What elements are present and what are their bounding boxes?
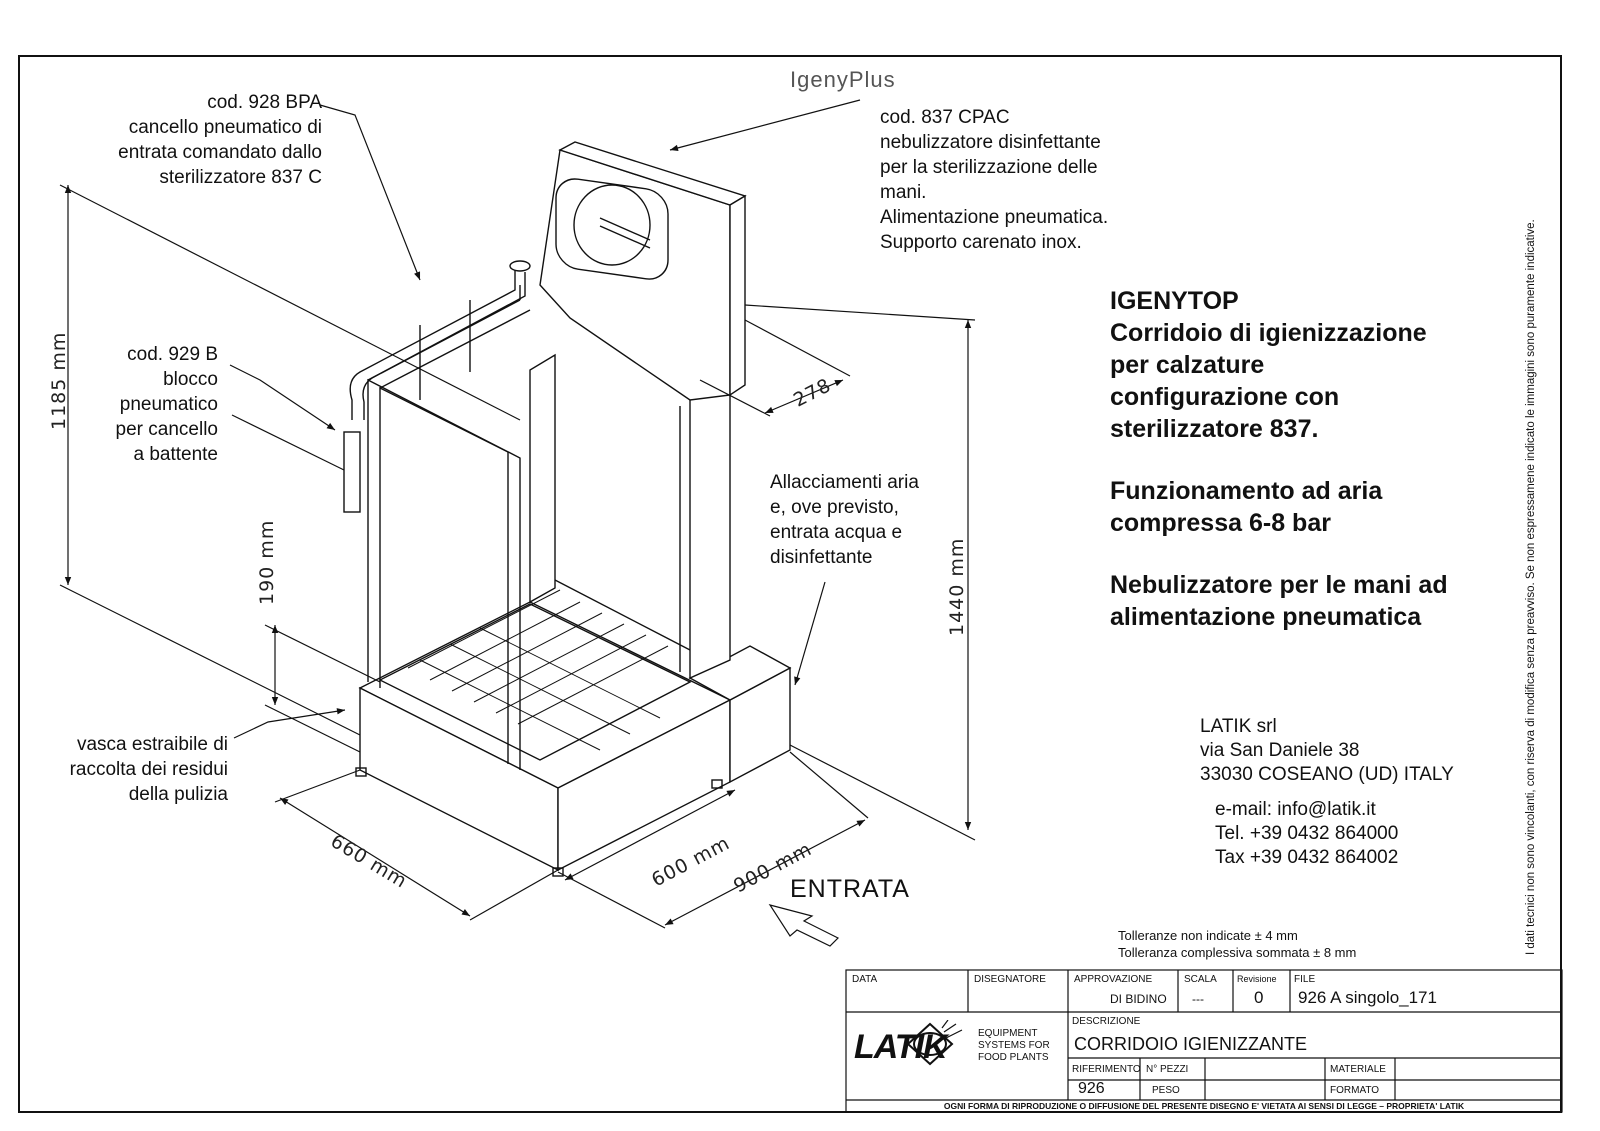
- nebulizer-code: cod. 837 CPAC: [880, 107, 1010, 128]
- title-table-grid: [845, 969, 1563, 1113]
- disclaimer-side-note: I dati tecnici non sono vincolanti, con …: [1525, 219, 1537, 955]
- company-city: 33030 COSEANO (UD) ITALY: [1200, 764, 1454, 785]
- dim-height-tray: 190 mm: [256, 519, 278, 605]
- title-line-7: compressa 6-8 bar: [1110, 509, 1331, 537]
- company-street: via San Daniele 38: [1200, 740, 1360, 761]
- block-code: cod. 929 B: [127, 344, 218, 365]
- nebulizer-desc-3: mani.: [880, 182, 927, 203]
- dim-height-column: 1440 mm: [946, 537, 968, 636]
- data-label: DATA: [852, 974, 878, 985]
- tray-desc-3: della pulizia: [128, 784, 228, 805]
- reference-label: RIFERIMENTO: [1072, 1064, 1141, 1075]
- drawing-frame: [18, 55, 1562, 1113]
- material-label: MATERIALE: [1330, 1064, 1386, 1075]
- gate-desc-1: cancello pneumatico di: [128, 117, 322, 138]
- tolerance-line-2: Tolleranza complessiva sommata ± 8 mm: [1118, 945, 1357, 960]
- block-desc-2: pneumatico: [119, 394, 218, 415]
- tray-desc-2: raccolta dei residui: [69, 759, 228, 780]
- weight-label: PESO: [1152, 1085, 1180, 1096]
- copyright-footer: OGNI FORMA DI RIPRODUZIONE O DIFFUSIONE …: [943, 1101, 1465, 1111]
- shower-cabinet: [343, 141, 792, 877]
- company-address: LATIK srl via San Daniele 38 33030 COSEA…: [1200, 715, 1454, 787]
- scale-value: ---: [1192, 992, 1204, 1006]
- designer-label: DISEGNATORE: [974, 974, 1046, 985]
- file-label: FILE: [1294, 974, 1316, 985]
- connections-desc-3: entrata acqua e: [770, 522, 903, 543]
- format-label: FORMATO: [1330, 1085, 1380, 1096]
- nebulizer-desc-1: nebulizzatore disinfettante: [880, 132, 1101, 153]
- title-line-9: alimentazione pneumatica: [1110, 603, 1422, 631]
- nebulizer-desc-4: Alimentazione pneumatica.: [880, 207, 1109, 228]
- gate-desc-3: sterilizzatore 837 C: [159, 167, 322, 188]
- title-line-3: per calzature: [1110, 351, 1265, 379]
- company-contacts: e-mail: info@latik.it Tel. +39 0432 8640…: [1215, 798, 1398, 870]
- title-line-4: configurazione con: [1110, 383, 1340, 411]
- latik-logo: LATIK: [852, 1019, 972, 1068]
- nebulizer-desc-2: per la sterilizzazione delle: [880, 157, 1098, 178]
- description-value: CORRIDOIO IGIENIZZANTE: [1074, 1034, 1308, 1054]
- title-table: DATA DISEGNATORE APPROVAZIONE DI BIDINO …: [846, 970, 1506, 1112]
- gate-callout: cod. 928 BPA cancello pneumatico di entr…: [60, 90, 322, 190]
- approval-value: DI BIDINO: [1110, 992, 1167, 1006]
- company-fax: Tax +39 0432 864002: [1215, 847, 1399, 868]
- dim-height-total: 1185 mm: [48, 331, 70, 430]
- description-label: DESCRIZIONE: [1072, 1016, 1141, 1027]
- latik-logo-text: LATIK: [854, 1028, 948, 1066]
- tray-callout: vasca estraibile di raccolta dei residui…: [40, 732, 228, 807]
- file-value: 926 A singolo_171: [1298, 988, 1437, 1007]
- title-line-8: Nebulizzatore per le mani ad: [1110, 571, 1448, 599]
- product-title-block: IGENYTOP Corridoio di igienizzazione per…: [1110, 285, 1448, 633]
- company-phone: Tel. +39 0432 864000: [1215, 823, 1399, 844]
- title-line-2: Corridoio di igienizzazione: [1110, 319, 1427, 347]
- latik-logo-mark: [906, 1019, 963, 1066]
- reference-value: 926: [1078, 1080, 1105, 1097]
- slogan-line-2: SYSTEMS FOR: [978, 1040, 1050, 1051]
- tray-desc-1: vasca estraibile di: [76, 734, 228, 755]
- company-email[interactable]: e-mail: info@latik.it: [1215, 799, 1376, 820]
- title-line-6: Funzionamento ad aria: [1110, 477, 1383, 505]
- connections-desc-4: disinfettante: [770, 547, 873, 568]
- title-line-5: sterilizzatore 837.: [1110, 415, 1319, 443]
- slogan-line-1: EQUIPMENT: [978, 1028, 1038, 1039]
- entrance-label: ENTRATA: [790, 875, 910, 903]
- connections-desc-2: e, ove previsto,: [770, 497, 899, 518]
- block-callout: cod. 929 B blocco pneumatico per cancell…: [60, 342, 218, 467]
- block-desc-1: blocco: [163, 369, 218, 390]
- product-name: IGENYTOP: [1110, 287, 1239, 315]
- connections-desc-1: Allacciamenti aria: [770, 472, 919, 493]
- nebulizer-desc-5: Supporto carenato inox.: [880, 232, 1082, 253]
- scale-label: SCALA: [1184, 974, 1217, 985]
- tolerances-note: Tolleranze non indicate ± 4 mm Tolleranz…: [1118, 927, 1356, 961]
- block-desc-4: a battente: [133, 444, 218, 465]
- company-name: LATIK srl: [1200, 716, 1277, 737]
- block-desc-3: per cancello: [115, 419, 218, 440]
- gate-code: cod. 928 BPA: [207, 92, 322, 113]
- brand-label: IgenyPlus: [790, 67, 896, 92]
- dimension-lines: [59, 99, 976, 947]
- approval-label: APPROVAZIONE: [1074, 974, 1153, 985]
- slogan-line-3: FOOD PLANTS: [978, 1052, 1049, 1063]
- tolerance-line-1: Tolleranze non indicate ± 4 mm: [1118, 928, 1298, 943]
- revision-label: Revisione: [1237, 974, 1277, 984]
- revision-value: 0: [1254, 988, 1264, 1007]
- connections-callout: Allacciamenti aria e, ove previsto, entr…: [770, 470, 919, 570]
- nebulizer-callout: cod. 837 CPAC nebulizzatore disinfettant…: [880, 105, 1108, 255]
- pieces-label: N° PEZZI: [1146, 1064, 1189, 1075]
- gate-desc-2: entrata comandato dallo: [118, 142, 322, 163]
